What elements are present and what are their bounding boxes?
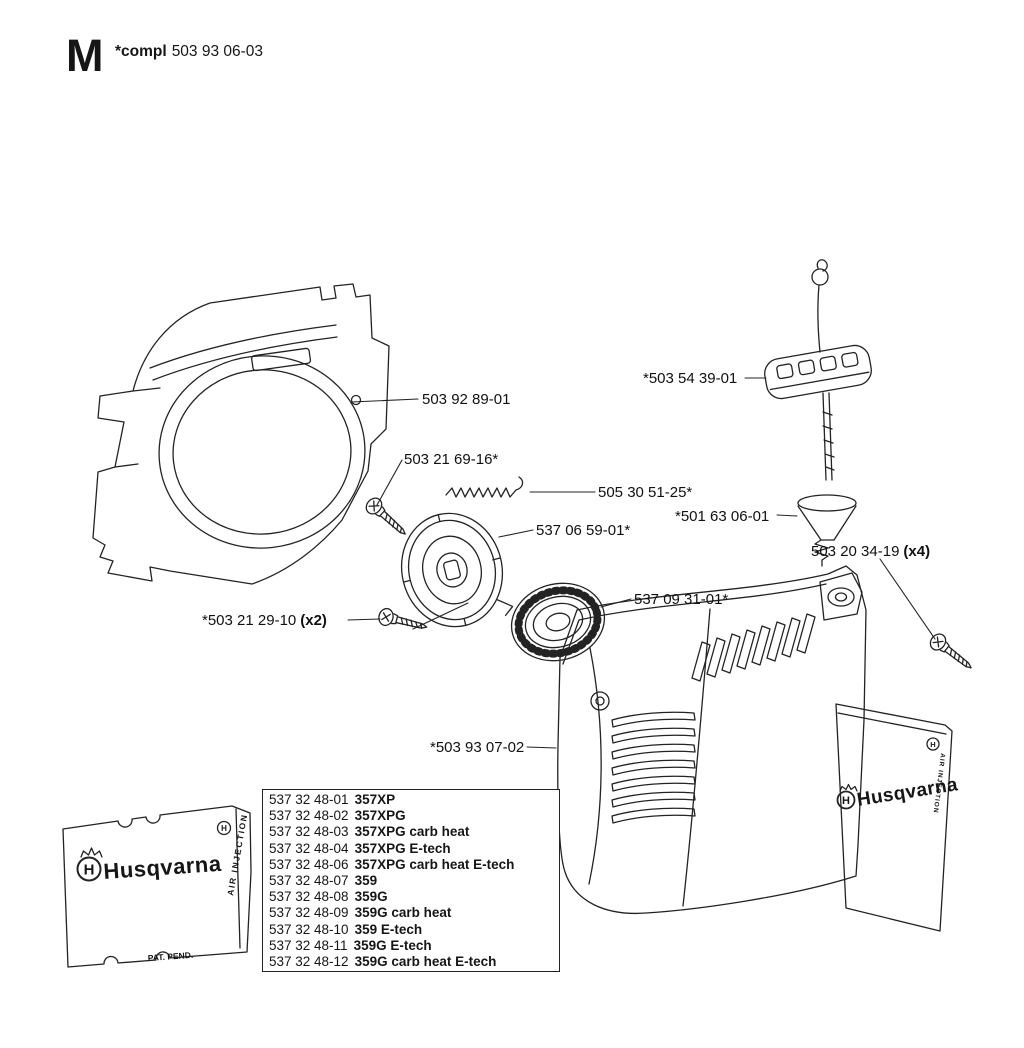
model-name: 359 E-tech — [354, 921, 423, 937]
starter-pawl-art — [797, 494, 857, 567]
part-number: 537 32 48-04 — [269, 840, 349, 856]
spring-wire-art — [445, 476, 524, 498]
table-row: 537 32 48-03 357XPG carb heat — [269, 824, 559, 840]
right-plate-small-logo-letter: H — [930, 740, 935, 749]
left-plate-logo-letter: H — [84, 862, 95, 879]
table-row: 537 32 48-04 357XPG E-tech — [269, 841, 559, 857]
compl-prefix: *compl — [115, 43, 167, 60]
part-label-drum: 537 09 31-01* — [634, 591, 729, 608]
model-name: 359G carb heat — [354, 905, 452, 921]
model-name: 359G — [354, 889, 388, 905]
part-number: 537 32 48-02 — [269, 808, 349, 824]
part-number: 537 32 48-11 — [269, 937, 348, 953]
vent-slots-upper — [691, 613, 816, 682]
part-number: 537 32 48-09 — [269, 905, 349, 921]
table-row: 537 32 48-09 359G carb heat — [269, 905, 559, 921]
vent-slots-left — [611, 711, 696, 824]
part-label-screw-right: 503 20 34-19(x4) — [811, 543, 931, 560]
part-label-pulley: 537 06 59-01* — [536, 522, 631, 539]
part-label-cone: *501 63 06-01 — [675, 508, 770, 525]
pulley-art — [400, 512, 514, 628]
screw-lower-art — [376, 606, 430, 637]
model-name: 357XP — [354, 792, 396, 807]
part-number: 537 32 48-06 — [269, 856, 349, 872]
model-name: 359G carb heat E-tech — [354, 953, 497, 969]
table-row: 537 32 48-10 359 E-tech — [269, 922, 559, 938]
part-number: 537 32 48-08 — [269, 889, 349, 905]
model-name: 359 — [354, 872, 378, 888]
part-label-spring: 505 30 51-25* — [598, 484, 693, 501]
model-name: 357XPG — [354, 808, 406, 824]
table-row: 537 32 48-08 359G — [269, 889, 559, 905]
part-number: 537 32 48-03 — [269, 824, 349, 840]
compl-number: 503 93 06-03 — [171, 43, 264, 60]
right-plate-logo-letter: H — [842, 795, 850, 807]
table-row: 537 32 48-02 357XPG — [269, 808, 559, 824]
part-number: 537 32 48-12 — [269, 953, 349, 969]
leader-lines — [347, 377, 936, 749]
screw-upper-art — [362, 494, 412, 542]
left-brand-plate-art — [62, 805, 252, 968]
table-row: 537 32 48-06 357XPG carb heat E-tech — [269, 857, 559, 873]
pat-pend-text: PAT. PEND. — [147, 950, 193, 963]
model-name: 357XPG E-tech — [354, 840, 451, 856]
starter-cover-art — [557, 565, 867, 915]
left-plate-brand-text: Husqvarna — [103, 851, 223, 884]
part-number: 537 32 48-07 — [269, 872, 349, 888]
part-label-handle: *503 54 39-01 — [643, 370, 738, 387]
part-label-screw-lower: *503 21 29-10(x2) — [202, 612, 327, 629]
table-row: 537 32 48-07 359 — [269, 873, 559, 889]
model-parts-table: 537 32 48-01 357XP 537 32 48-02 357XPG 537… — [262, 789, 560, 972]
table-row: 537 32 48-01 357XP — [269, 792, 559, 808]
drum-art — [510, 582, 606, 662]
part-label-cover: *503 93 07-02 — [430, 739, 525, 756]
model-name: 359G E-tech — [353, 937, 432, 953]
model-name: 357XPG carb heat — [354, 824, 470, 840]
section-letter: M — [66, 30, 104, 81]
table-row: 537 32 48-11 359G E-tech — [269, 938, 559, 954]
left-plate-small-logo-letter: H — [221, 824, 227, 833]
left-plate-air-injection-text: AIR INJECTION — [225, 813, 249, 897]
part-number: 537 32 48-01 — [269, 792, 349, 807]
part-label-screw-upper: 503 21 69-16* — [404, 451, 499, 468]
part-number: 537 32 48-10 — [269, 921, 349, 937]
model-name: 357XPG carb heat E-tech — [354, 856, 515, 872]
crankcase-housing-art — [92, 283, 390, 585]
crown-icon — [839, 783, 858, 792]
crown-icon — [80, 847, 103, 858]
starter-handle-art — [764, 259, 872, 481]
right-plate-brand-text: Husqvarna — [855, 774, 959, 811]
part-label-housing: 503 92 89-01 — [422, 391, 511, 408]
right-brand-plate-art — [835, 703, 953, 932]
table-row: 537 32 48-12 359G carb heat E-tech — [269, 954, 559, 970]
